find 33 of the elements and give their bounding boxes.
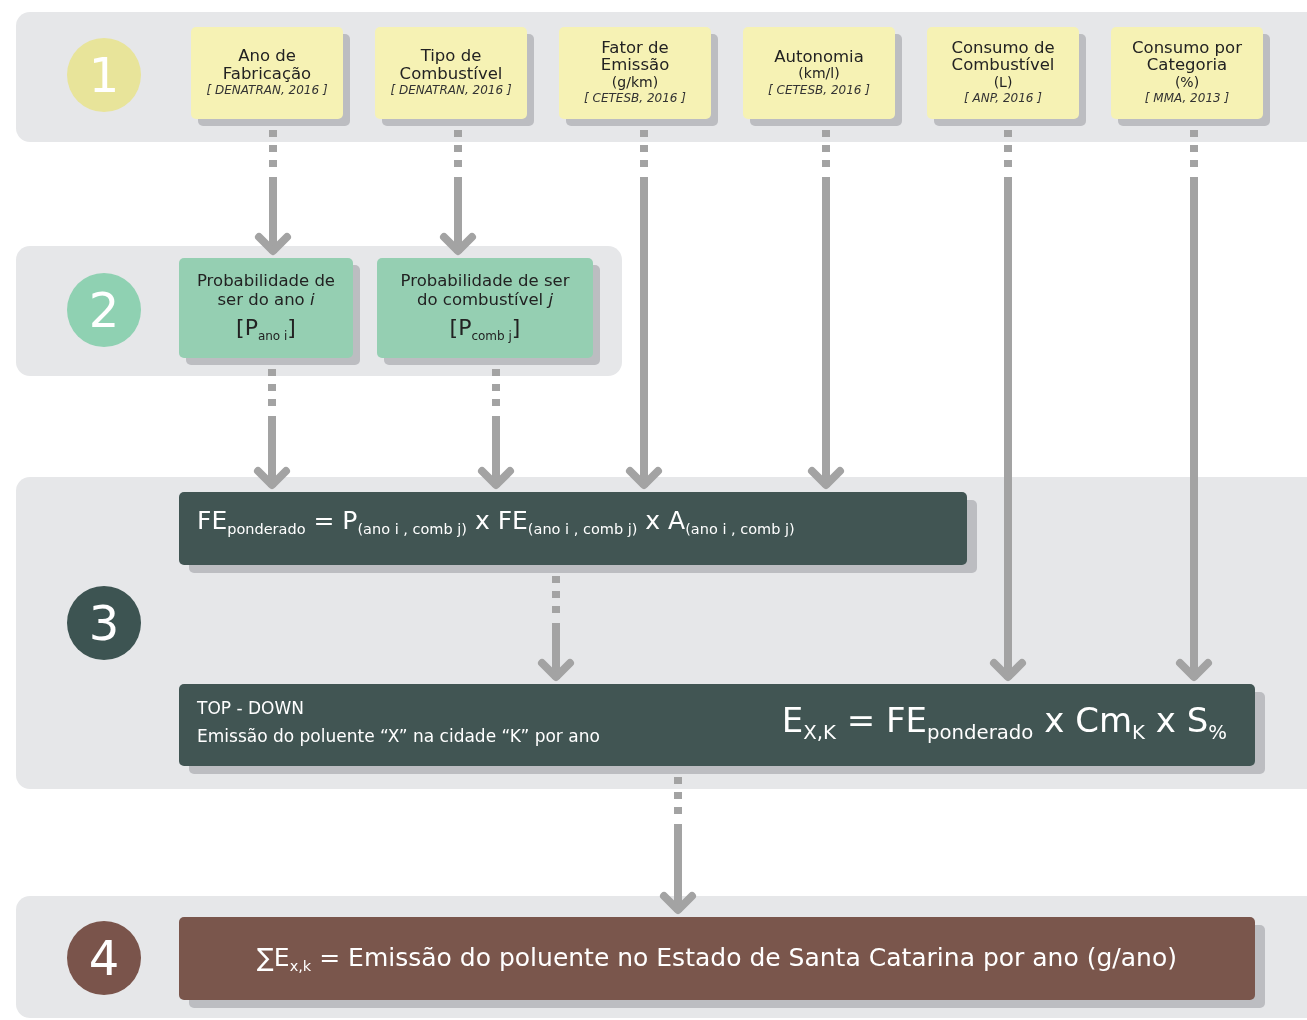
box-title: Tipo de Combustível	[398, 47, 504, 82]
source-citation: [ ANP, 2016 ]	[964, 90, 1042, 108]
formula-text: ∑E$_{x,k}$ = Emissão do poluente no Estado de Santa Catarina por ano (g/ano)	[257, 942, 1177, 975]
unit-text: (km/l)	[798, 64, 840, 82]
section-band	[16, 246, 622, 376]
box-title: Fator de Emissão	[599, 38, 671, 74]
source-citation: [ MMA, 2013 ]	[1144, 90, 1230, 108]
source-citation: [ DENATRAN, 2016 ]	[206, 82, 328, 99]
formula-text: [P$_{comb j}$]	[449, 316, 521, 344]
formula-text: E$_{X,K}$ = FE$_{ponderado}$ x Cm$_{K}$ x S$_{%}$	[781, 702, 1227, 744]
step-number: 4	[88, 934, 120, 982]
unit-text: (g/km)	[611, 73, 659, 91]
step-number: 2	[88, 286, 120, 334]
section-band	[16, 12, 1307, 142]
box-title: Probabilidade de ser do ano i	[195, 272, 337, 311]
section-band	[16, 896, 1307, 1018]
box-title: Consumo de Combustível	[950, 38, 1056, 74]
source-citation: [ CETESB, 2016 ]	[584, 90, 686, 108]
description: Emissão do poluente “X” na cidade “K” por ano	[197, 726, 600, 746]
unit-text: (%)	[1174, 73, 1200, 91]
box-title: Autonomia	[774, 47, 864, 65]
box-title: Probabilidade de ser do combustível j	[399, 272, 571, 311]
step-number: 3	[88, 599, 120, 647]
formula-text: [P$_{ano i}$]	[236, 316, 296, 344]
box-title: Consumo por Categoria	[1131, 38, 1243, 74]
source-citation: [ CETESB, 2016 ]	[768, 81, 870, 99]
unit-text: (L)	[993, 73, 1013, 91]
section-band	[16, 477, 1307, 789]
step-number: 1	[88, 51, 120, 99]
source-citation: [ DENATRAN, 2016 ]	[390, 81, 512, 99]
box-title: Ano de Fabricação	[221, 47, 313, 82]
heading: TOP - DOWN	[197, 698, 304, 718]
formula-text: FE$_{ponderado}$ = P$_{(ano i , comb j)}$ x FE$_{(ano i , comb j)}$ x A$_{(ano i , comb j)}$	[197, 506, 795, 538]
